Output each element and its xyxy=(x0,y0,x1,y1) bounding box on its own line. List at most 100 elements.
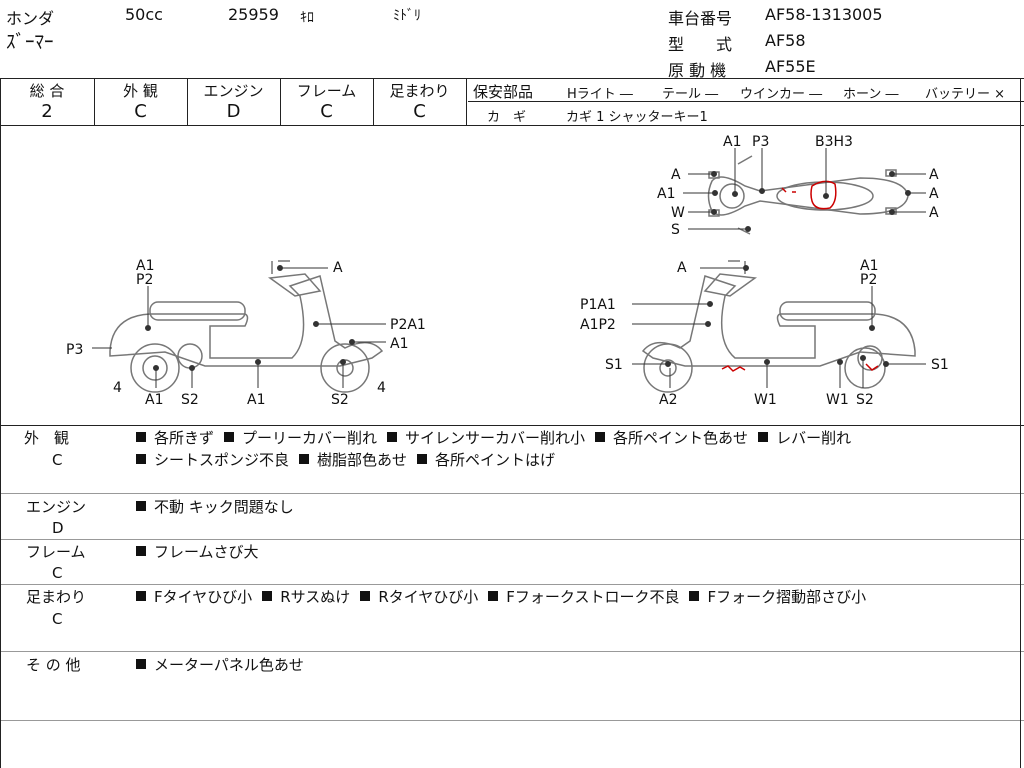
overall-grade: 2 xyxy=(41,101,53,122)
diag-label: S2 xyxy=(331,392,349,408)
divider xyxy=(466,78,467,125)
border xyxy=(0,78,1,768)
bullet-icon xyxy=(136,501,146,511)
diag-label: A1 xyxy=(247,392,265,408)
diag-label: A xyxy=(677,260,687,276)
damage-diagram: A1 P3 B3H3 A A1 W S A A A A1 P2 A P3 P2A… xyxy=(66,134,949,408)
mileage: 25959 xyxy=(228,5,279,24)
section-engine-grade: D xyxy=(52,519,64,537)
overall-label: 総 合 xyxy=(29,82,65,100)
frame-no-label: 車台番号 xyxy=(668,9,733,28)
diag-label: A xyxy=(929,205,939,221)
diag-label: A1 xyxy=(860,258,878,274)
note-item: 各所きず xyxy=(136,427,214,449)
engine-grade: D xyxy=(226,101,241,122)
diag-label: S1 xyxy=(605,357,623,373)
note-item: シートスポンジ不良 xyxy=(136,449,289,471)
bullet-icon xyxy=(360,591,371,601)
diagram-labels: A1 P3 B3H3 A A1 W S A A A A1 P2 A P3 P2A… xyxy=(66,134,949,408)
diag-label: A xyxy=(929,186,939,202)
note-item: 各所ペイントはげ xyxy=(417,449,555,471)
suspension-grade-label: 足まわり xyxy=(389,82,450,100)
section-other-label: そ の 他 xyxy=(26,656,81,674)
exterior-grade: C xyxy=(134,101,147,122)
bullet-icon xyxy=(595,432,606,442)
section-frame-grade: C xyxy=(52,564,63,582)
scooter-left-view xyxy=(109,260,384,393)
exterior-label: 外 観 xyxy=(123,82,158,100)
bullet-icon xyxy=(387,432,398,442)
diag-label: A1P2 xyxy=(580,317,616,333)
note-item: Fフォークストローク不良 xyxy=(488,586,679,608)
divider xyxy=(0,720,1024,721)
divider xyxy=(0,425,1024,426)
diag-label: A1 xyxy=(136,258,154,274)
bullet-icon xyxy=(136,659,146,669)
divider xyxy=(0,539,1024,540)
safety-label: 保安部品 xyxy=(473,83,534,101)
section-frame-label: フレーム xyxy=(26,543,86,561)
border xyxy=(1020,78,1021,768)
divider xyxy=(0,125,1024,126)
suspension-grade: C xyxy=(413,101,426,122)
safety-horn: ホーン ― xyxy=(843,87,899,102)
bullet-icon xyxy=(136,454,146,464)
diag-label: A xyxy=(671,167,681,183)
section-engine-label: エンジン xyxy=(26,498,87,516)
diag-label: S xyxy=(671,222,680,238)
divider xyxy=(187,78,188,125)
note-item: 各所ペイント色あせ xyxy=(595,427,748,449)
divider xyxy=(373,78,374,125)
diag-label: S2 xyxy=(181,392,199,408)
diag-label: P2 xyxy=(136,272,153,288)
divider xyxy=(280,78,281,125)
bullet-icon xyxy=(689,591,700,601)
section-frame-notes: フレームさび大 xyxy=(136,541,269,563)
bullet-icon xyxy=(262,591,273,601)
displacement: 50cc xyxy=(125,5,163,24)
note-item: Fタイヤひび小 xyxy=(136,586,252,608)
bullet-icon xyxy=(758,432,769,442)
diag-label: P1A1 xyxy=(580,297,616,313)
safety-tail: テール ― xyxy=(662,87,719,102)
diag-label: S1 xyxy=(931,357,949,373)
safety-headlight: Hライト ― xyxy=(567,87,633,102)
diag-label: W1 xyxy=(754,392,777,408)
note-item: 不動 キック問題なし xyxy=(136,496,294,518)
section-exterior-label: 外 観 xyxy=(24,429,70,447)
diag-label: S2 xyxy=(856,392,874,408)
bullet-icon xyxy=(136,546,146,556)
key-label: カ ギ xyxy=(487,110,527,125)
frame-grade-label: フレーム xyxy=(296,82,357,100)
section-suspension-label: 足まわり xyxy=(26,588,87,606)
diag-label: A1 xyxy=(145,392,163,408)
frame-no: AF58-1313005 xyxy=(765,5,883,24)
diag-label: A xyxy=(929,167,939,183)
divider xyxy=(0,493,1024,494)
note-item: Rタイヤひび小 xyxy=(360,586,478,608)
divider xyxy=(94,78,95,125)
divider xyxy=(468,101,1024,102)
section-engine-notes: 不動 キック問題なし xyxy=(136,496,304,518)
note-item: レバー削れ xyxy=(758,427,851,449)
bullet-icon xyxy=(224,432,235,442)
color: ﾐﾄﾞﾘ xyxy=(393,8,421,24)
section-suspension-grade: C xyxy=(52,610,63,628)
scooter-right-view xyxy=(641,260,916,393)
bullet-icon xyxy=(299,454,310,464)
note-item: メーターパネル色あせ xyxy=(136,654,304,676)
engine-grade-label: エンジン xyxy=(203,82,264,100)
section-exterior-notes: 各所きずプーリーカバー削れサイレンサーカバー削れ小各所ペイント色あせレバー削れシ… xyxy=(136,427,1016,471)
bullet-icon xyxy=(136,591,146,601)
frame-grade: C xyxy=(320,101,333,122)
bullet-icon xyxy=(488,591,499,601)
divider xyxy=(0,651,1024,652)
diag-label: P3 xyxy=(66,342,83,358)
diag-label: A1 xyxy=(723,134,741,150)
note-item: フレームさび大 xyxy=(136,541,259,563)
diag-label: 4 xyxy=(377,380,386,396)
diag-label: W xyxy=(671,205,685,221)
type: AF58 xyxy=(765,31,806,50)
diag-label: 4 xyxy=(113,380,122,396)
